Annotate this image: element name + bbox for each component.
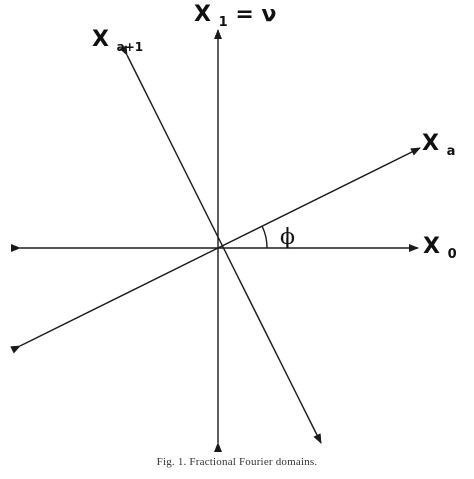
xa1-axis-label: X a+1 (92, 27, 143, 54)
xa1-axis-line (119, 45, 322, 444)
x1-axis-label: X 1 = ν (194, 2, 276, 32)
xa1-label-main: X (92, 27, 109, 52)
svg-text:X a+1: X a+1 (92, 27, 143, 54)
svg-text:X 0: X 0 (423, 234, 457, 262)
svg-text:X 1 = ν: X 1 = ν (194, 2, 276, 32)
x0-axis-label: X 0 (423, 234, 457, 262)
xa-label-main: X (422, 131, 439, 156)
xa1-label-sub: a+1 (117, 40, 144, 54)
svg-text:X a: X a (422, 131, 455, 159)
x0-label-sub: 0 (448, 247, 457, 262)
x1-label-suffix: = ν (235, 2, 276, 27)
x1-label-main: X (194, 2, 211, 27)
xa-axis-line (10, 147, 421, 354)
xa-axis-label: X a (422, 131, 455, 159)
xa-label-sub: a (447, 144, 456, 159)
angle-arc (261, 225, 268, 249)
angle-phi-label: ϕ (280, 225, 295, 250)
x0-label-main: X (423, 234, 440, 259)
x1-label-sub: 1 (219, 15, 228, 30)
figure-caption: Fig. 1. Fractional Fourier domains. (156, 456, 318, 468)
